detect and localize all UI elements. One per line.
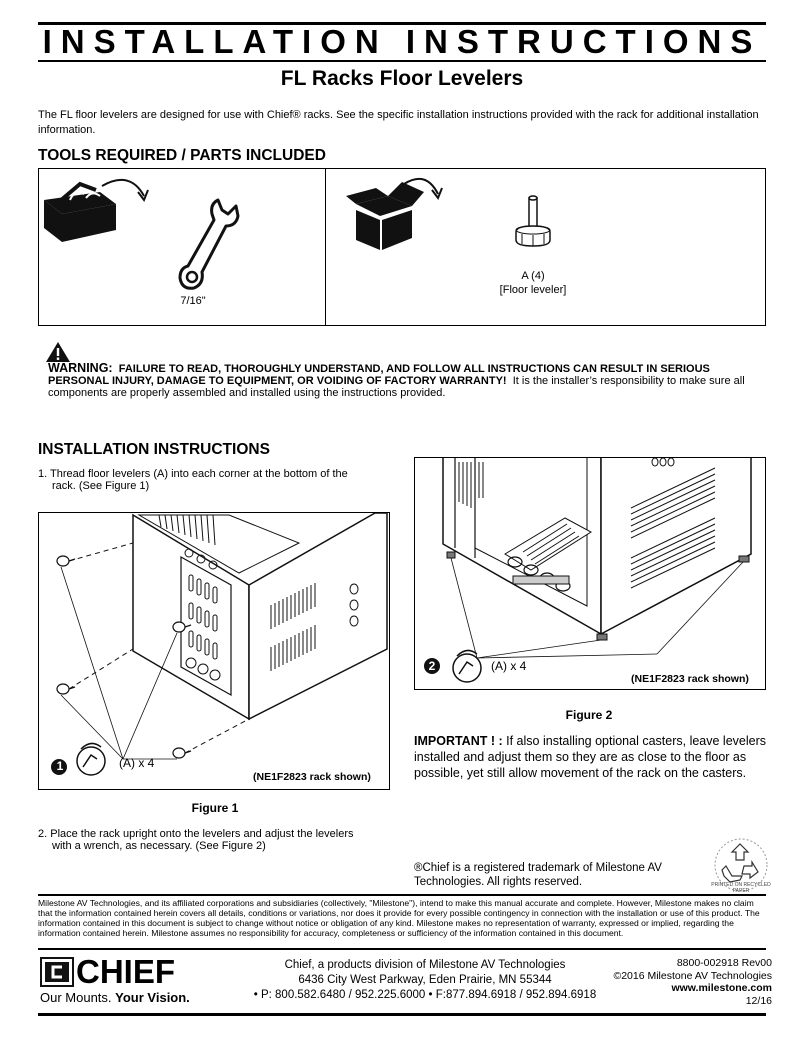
doc-date: 12/16 [745, 994, 772, 1007]
top-rule [38, 22, 766, 25]
chief-logo: CHIEF [76, 953, 175, 990]
warning-label: WARNING: [48, 361, 113, 375]
bottom-rule [38, 1013, 766, 1016]
instructions-heading: INSTALLATION INSTRUCTIONS [38, 441, 270, 458]
part-name: [Floor leveler] [499, 284, 567, 296]
warning-bold-text: FAILURE TO READ, THOROUGHLY UNDERSTAND, … [48, 363, 710, 387]
disclaimer-rule [38, 894, 766, 896]
step-1-line-2: rack. (See Figure 1) [52, 480, 150, 492]
important-text: If also installing optional casters, lea… [414, 734, 766, 780]
chief-tagline: Our Mounts. Your Vision. [40, 990, 190, 1006]
warning-paragraph: WARNING: FAILURE TO READ, THOROUGHLY UND… [48, 362, 766, 399]
figure-1-callout: (A) x 4 [119, 756, 155, 770]
copyright: ©2016 Milestone AV Technologies [613, 969, 772, 982]
wrench-size-label: 7/16" [180, 295, 206, 307]
address-line-1: Chief, a products division of Milestone … [284, 959, 566, 971]
figure-1-rack-illustration [51, 513, 388, 776]
step-2-line-1: 2. Place the rack upright onto the level… [38, 828, 354, 840]
figure-1-model-note: (NE1F2823 rack shown) [253, 771, 371, 783]
company-address: Chief, a products division of Milestone … [220, 958, 630, 1003]
important-note: IMPORTANT ! : If also installing optiona… [414, 733, 766, 781]
step-1-line-1: 1. Thread floor levelers (A) into each c… [38, 468, 348, 480]
doc-number: 8800-002918 Rev00 [676, 957, 772, 969]
step-1: 1. Thread floor levelers (A) into each c… [38, 468, 378, 492]
figure-2-step-number: 2 [428, 659, 436, 673]
website-link[interactable]: www.milestone.com [671, 982, 772, 994]
footer-rule [38, 948, 766, 950]
tools-divider [325, 168, 326, 326]
figure-1-step-number: 1 [56, 759, 64, 773]
wrench-icon [178, 198, 240, 290]
tagline-regular: Our Mounts. [40, 990, 112, 1005]
recycle-note: PRINTED ON RECYCLED PAPER [711, 882, 771, 894]
part-label: A (4) [521, 270, 545, 282]
title-rule [38, 60, 766, 62]
parts-box-icon [346, 177, 443, 250]
figure-2-callout: (A) x 4 [491, 659, 527, 673]
address-line-2: 6436 City West Parkway, Eden Prairie, MN… [298, 974, 552, 986]
warning-icon [46, 342, 70, 362]
figure-2-model-note: (NE1F2823 rack shown) [631, 673, 749, 685]
tools-heading: TOOLS REQUIRED / PARTS INCLUDED [38, 147, 326, 164]
legal-disclaimer: Milestone AV Technologies, and its affil… [38, 898, 760, 938]
intro-paragraph: The FL floor levelers are designed for u… [38, 109, 759, 136]
document-info: 8800-002918 Rev00 ©2016 Milestone AV Tec… [596, 957, 772, 1007]
trademark-note: ®Chief is a registered trademark of Mile… [414, 862, 662, 888]
floor-leveler-icon [515, 195, 551, 247]
address-line-3: • P: 800.582.6480 / 952.225.6000 • F:877… [253, 989, 597, 1001]
page-subtitle: FL Racks Floor Levelers [280, 67, 524, 90]
step-2: 2. Place the rack upright onto the level… [38, 828, 388, 852]
figure-2-caption: Figure 2 [565, 708, 613, 722]
page-title: INSTALLATION INSTRUCTIONS [42, 23, 762, 60]
recycle-icon [714, 838, 768, 892]
chief-logo-mark [40, 957, 74, 987]
toolbox-icon [44, 178, 149, 242]
tools-panel [38, 168, 766, 326]
important-label: IMPORTANT ! : [414, 734, 503, 748]
step-2-line-2: with a wrench, as necessary. (See Figure… [52, 840, 266, 852]
tagline-bold: Your Vision. [115, 990, 190, 1005]
warning-text: It is the installer’s responsibility to … [48, 375, 745, 399]
figure-1-caption: Figure 1 [191, 801, 239, 815]
figure-2-rack-illustration [424, 458, 752, 683]
